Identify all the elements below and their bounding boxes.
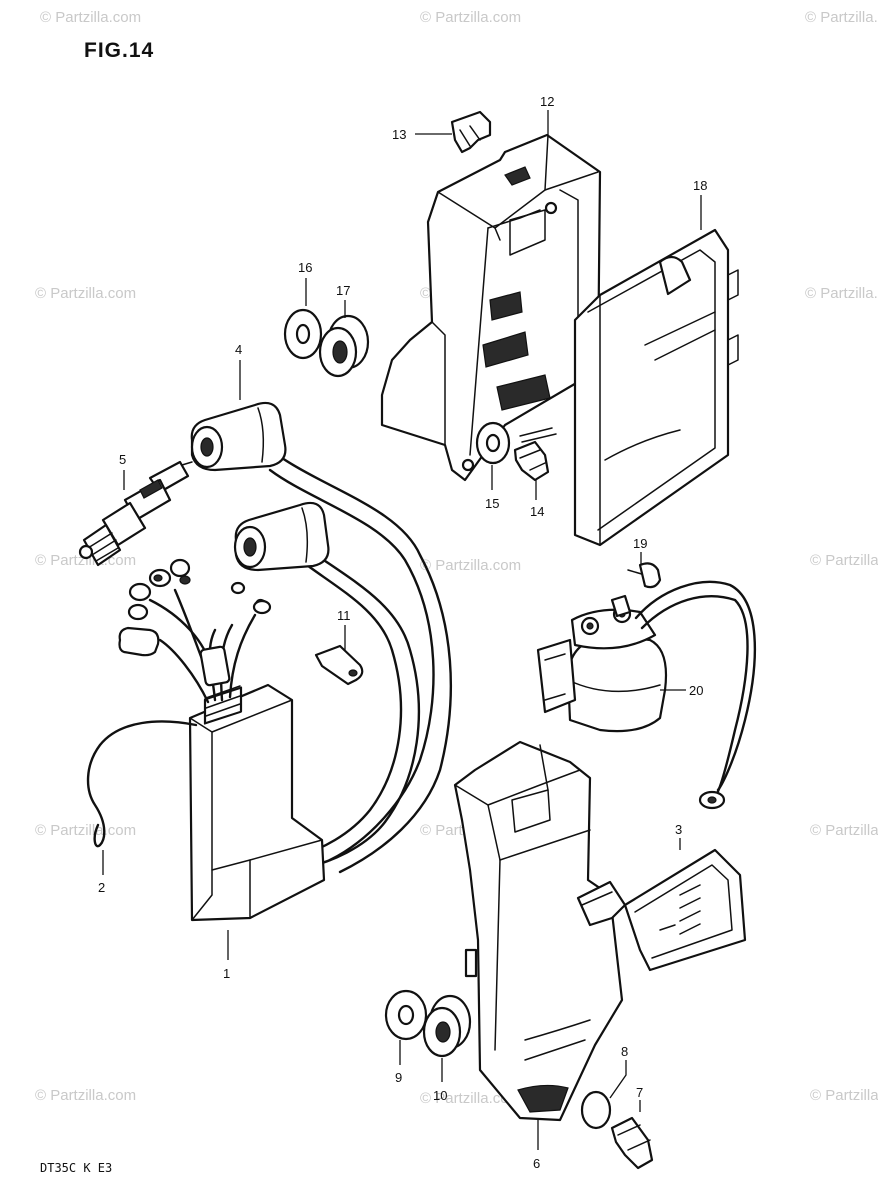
lower-bracket [453,740,624,1122]
watermark-text: © Partzilla.com [35,285,136,302]
lower-cover-lid [576,848,747,972]
callout-2: 2 [98,880,105,895]
watermark-text: © Partzilla.com [420,9,521,26]
high-tension-cords [268,456,453,874]
watermark-text: © Partzilla.com [805,9,878,26]
fuse-clip [450,110,492,154]
callout-7: 7 [636,1085,643,1100]
watermark-text: © Partzilla.com [35,1087,136,1104]
leader-lines [102,110,702,1150]
starter-relay [536,580,756,810]
callout-20: 20 [689,683,703,698]
watermark-text: © Partzilla.com [805,285,878,302]
callout-numbers: 1 2 3 4 5 6 7 8 9 10 11 12 13 14 15 16 1… [98,94,707,1171]
watermark-text: © Partzilla.com [810,1087,878,1104]
cdi-unit [86,558,326,922]
watermark-text: © Partzilla.com [810,552,878,569]
callout-13: 13 [392,127,406,142]
watermark-text: © Partzilla.com [40,9,141,26]
watermark-text: © Partzilla.com [35,822,136,839]
upper-bracket [380,133,602,482]
callout-11: 11 [337,608,351,623]
electric-cover [573,228,739,547]
watermark-text: © Partzilla.com [420,1090,521,1107]
callout-8: 8 [621,1044,628,1059]
watermark-text: © Partzilla.com [810,822,878,839]
plug-cap-upper [190,401,287,472]
callout-16: 16 [298,260,312,275]
bolt-7 [610,1116,654,1170]
grommet-lower [422,994,472,1058]
watermarks: © Partzilla.com © Partzilla.com © Partzi… [35,9,878,1107]
washer-15 [475,421,511,465]
watermark-text: © Partzilla.com [420,557,521,574]
callout-10: 10 [433,1088,447,1103]
spark-plug [78,460,193,567]
washer-lower [384,989,428,1041]
callout-5: 5 [119,452,126,467]
callout-18: 18 [693,178,707,193]
bolt-14 [513,440,550,482]
grommet-upper [318,314,370,378]
callout-6: 6 [533,1156,540,1171]
callout-14: 14 [530,504,544,519]
callout-3: 3 [675,822,682,837]
plug-cap-lower [233,501,330,572]
callout-9: 9 [395,1070,402,1085]
callout-15: 15 [485,496,499,511]
callout-12: 12 [540,94,554,109]
screw-19 [627,562,662,589]
model-code: DT35C K E3 [40,1161,112,1175]
washer-8 [580,1090,612,1130]
callout-19: 19 [633,536,647,551]
callout-4: 4 [235,342,242,357]
figure-title: FIG.14 [84,39,154,62]
callout-17: 17 [336,283,350,298]
cord-clamp [314,644,364,686]
washer-upper [283,308,323,360]
callout-1: 1 [223,966,230,981]
